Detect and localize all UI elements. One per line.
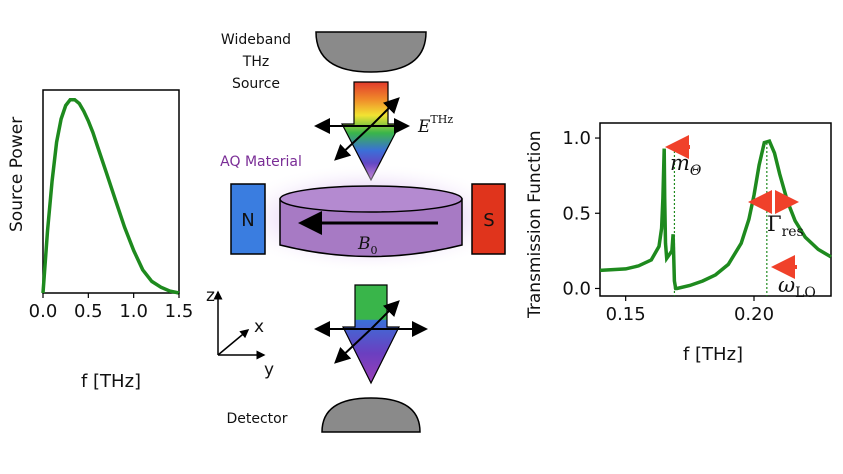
z-axis-label: z bbox=[206, 286, 215, 306]
source-label-line2: THz bbox=[242, 54, 269, 70]
transmission-x-ticks: 0.15 0.20 bbox=[606, 296, 774, 325]
material-cylinder-top bbox=[279, 185, 463, 213]
out-efield-arrow-diag-down bbox=[334, 328, 372, 364]
efield-arrow-diag-up bbox=[370, 97, 400, 127]
source-x-ticks: 0.0 0.5 1.0 1.5 bbox=[29, 293, 194, 322]
x-axis bbox=[217, 329, 250, 356]
transmission-ytick-label: 1.0 bbox=[562, 128, 591, 149]
magnet-north bbox=[230, 183, 266, 255]
outgoing-thz-arrow bbox=[342, 284, 400, 385]
transmission-chart: 0.15 0.20 0.0 0.5 1.0 Transmission Function… bbox=[525, 122, 832, 365]
efield-arrow-diag-down bbox=[334, 125, 372, 161]
source-label-line3: Source bbox=[232, 76, 280, 92]
magnet-south bbox=[471, 183, 506, 255]
y-axis-label: y bbox=[264, 360, 274, 380]
experiment-diagram: Wideband THz Source ETHz AQ Material B0 … bbox=[206, 31, 516, 433]
magnet-north-label: N bbox=[241, 210, 254, 231]
m-theta-label: mΘ bbox=[670, 151, 702, 179]
source-label-line1: Wideband bbox=[221, 32, 291, 48]
transmission-xtick-label: 0.15 bbox=[606, 304, 646, 325]
efield-label: ETHz bbox=[417, 113, 453, 137]
source-xtick-label: 1.5 bbox=[165, 301, 194, 322]
gamma-res-label: Γres bbox=[767, 212, 804, 240]
material-cylinder-body bbox=[279, 198, 463, 258]
out-efield-arrow-diag-up bbox=[370, 300, 400, 330]
detector-lens bbox=[321, 397, 421, 433]
source-xtick-label: 1.0 bbox=[119, 301, 148, 322]
transmission-plot-frame bbox=[599, 122, 832, 297]
b-field-label: B0 bbox=[357, 234, 378, 257]
transmission-curve bbox=[599, 138, 832, 291]
transmission-ylabel: Transmission Function bbox=[525, 130, 545, 319]
material-label: AQ Material bbox=[220, 154, 302, 170]
detector-label: Detector bbox=[226, 411, 287, 427]
transmission-y-ticks: 0.0 0.5 1.0 bbox=[562, 128, 600, 299]
source-lens bbox=[315, 31, 427, 73]
source-plot-frame bbox=[42, 89, 180, 294]
transmission-ytick-label: 0.0 bbox=[562, 278, 591, 299]
transmission-ytick-label: 0.5 bbox=[562, 203, 591, 224]
transmission-xlabel: f [THz] bbox=[683, 344, 743, 365]
source-ylabel: Source Power bbox=[7, 117, 27, 232]
source-xtick-label: 0.0 bbox=[29, 301, 58, 322]
x-axis-label: x bbox=[254, 317, 264, 337]
transmission-xtick-label: 0.20 bbox=[734, 304, 774, 325]
source-power-chart: 0.0 0.5 1.0 1.5 Source Power f [THz] bbox=[7, 89, 194, 392]
source-xtick-label: 0.5 bbox=[74, 301, 103, 322]
source-power-curve bbox=[41, 97, 180, 295]
source-xlabel: f [THz] bbox=[81, 371, 141, 392]
magnet-south-label: S bbox=[483, 210, 494, 231]
omega-lo-label: ωLO bbox=[778, 273, 816, 301]
